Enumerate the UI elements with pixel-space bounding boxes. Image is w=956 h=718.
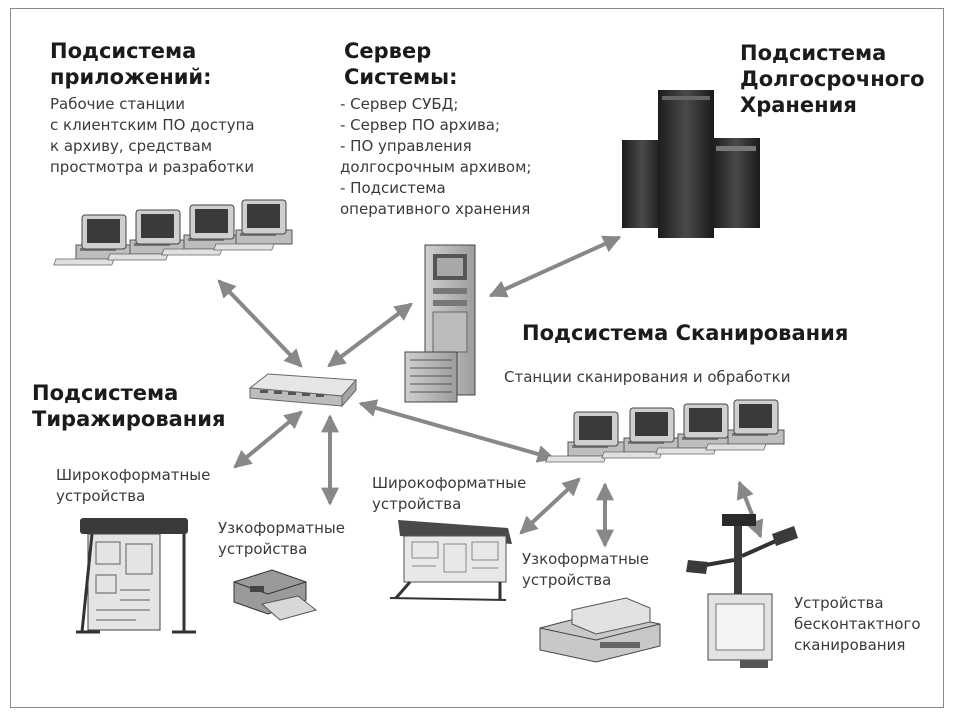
server-description: - Сервер СУБД;- Сервер ПО архива;- ПО уп… (340, 95, 532, 218)
wide-plotter-image (76, 518, 196, 634)
system-server-image (404, 244, 476, 403)
scan-stations-label: Станции сканирования и обработки (504, 368, 791, 386)
app-workstations-image (53, 199, 293, 266)
narrow-printer-image (233, 569, 318, 621)
scan-stations-image (545, 399, 785, 463)
diagram-frame (10, 8, 944, 708)
narrow-scanner-image (539, 597, 661, 663)
arrow-hub-wide-plotter (233, 410, 303, 469)
arrow-stations-contactless (736, 480, 764, 539)
network-hub-image (248, 373, 358, 408)
connection-arrows (217, 235, 764, 548)
arrow-stations-wide-scanner (519, 477, 581, 535)
arrow-hub-server (327, 302, 413, 368)
scanning-subsystem-title: Подсистема Сканирования (522, 321, 849, 345)
wide-scanner-image (389, 520, 512, 601)
arrow-apps-hub (217, 279, 303, 368)
arrow-server-storage (488, 235, 622, 298)
arrow-hub-scan-stations (358, 399, 556, 463)
long-term-storage-image (622, 90, 760, 238)
contactless-scanner-image (686, 514, 798, 668)
